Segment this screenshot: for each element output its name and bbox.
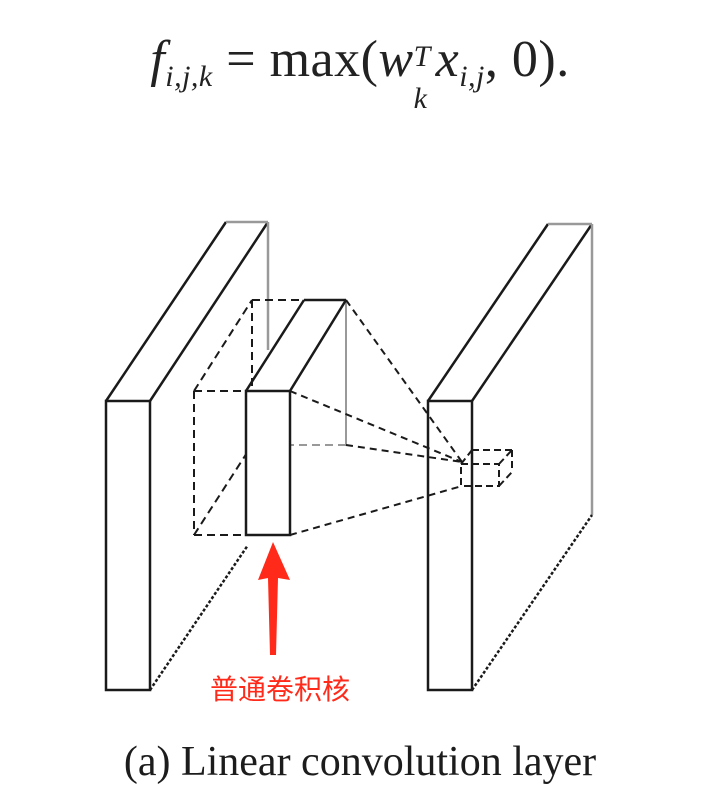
formula-w: w — [378, 31, 414, 88]
receptive-field-cube — [193, 299, 347, 536]
formula-tail: , 0). — [484, 31, 570, 88]
kernel-annotation-label: 普通卷积核 — [209, 673, 350, 706]
output-pixel — [460, 449, 513, 487]
formula-equals: = — [226, 31, 257, 88]
convolution-kernel — [244, 298, 348, 537]
formula-max: max( — [269, 31, 379, 88]
formula-x-subscript: i,j — [459, 60, 485, 93]
formula-x: x — [435, 31, 460, 88]
output-feature-map — [426, 222, 594, 692]
figure-caption: (a) Linear convolution layer — [123, 739, 597, 785]
formula-f: f — [150, 31, 166, 88]
projection-lines — [289, 299, 463, 536]
formula-w-subscript: k — [413, 82, 428, 115]
formula-w-superscript: T — [413, 40, 431, 73]
arrow-up-icon — [258, 542, 290, 655]
input-feature-map — [104, 220, 270, 692]
formula-f-subscript: i,j,k — [165, 60, 213, 93]
